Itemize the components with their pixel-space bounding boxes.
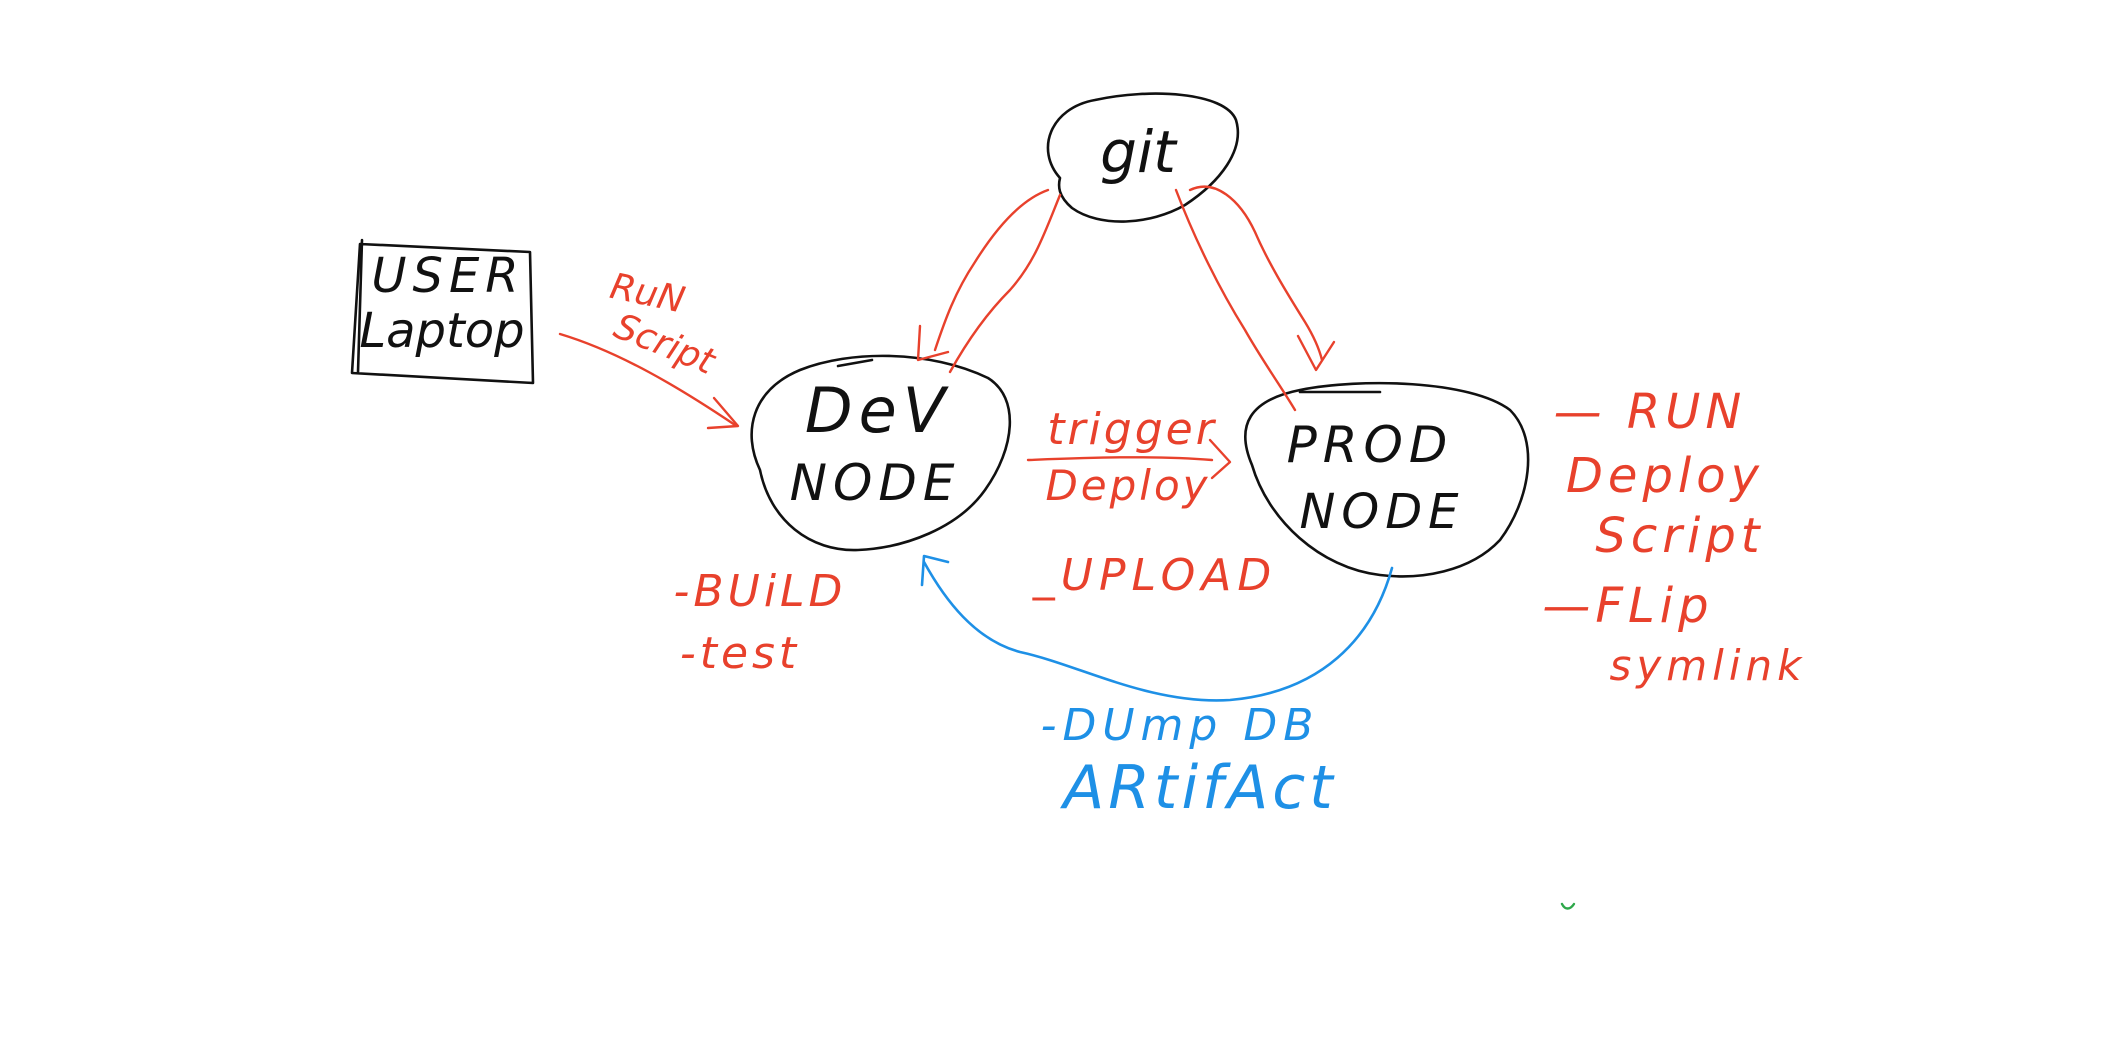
green-stray-mark (1560, 902, 1576, 910)
prod-tasks-notes: — RUN Deploy Script —FLip symlink (1542, 384, 1807, 690)
prod-node: PROD NODE (1243, 381, 1530, 578)
prod-task-run: — RUN (1554, 384, 1747, 440)
trigger-deploy-edge: trigger Deploy (1026, 404, 1232, 510)
dev-tasks-notes: -BUiLD -test (674, 566, 847, 679)
dev-node-label-line2: NODE (790, 454, 961, 512)
run-script-label-line1: RuN (607, 266, 689, 322)
prod-node-outline (1243, 381, 1530, 578)
prod-task-flip: —FLip (1542, 578, 1713, 634)
prod-task-script: Script (1595, 508, 1764, 564)
git-to-prod-arrow (1174, 185, 1336, 412)
user-laptop-label-line1: USER (371, 248, 524, 304)
git-to-prod-arrow-line (1174, 185, 1324, 412)
git-to-prod-arrowhead (1296, 334, 1336, 372)
dev-node: DeV NODE (750, 354, 1012, 552)
upload-label: _UPLOAD (1032, 550, 1278, 601)
user-laptop-box (350, 238, 535, 385)
run-script-arrow-line (558, 332, 737, 427)
git-node-outline (1046, 92, 1239, 223)
user-laptop-node: USER Laptop (350, 238, 535, 385)
run-script-edge: RuN Script (558, 266, 740, 430)
dump-db-arrow-line (922, 560, 1394, 702)
dev-node-label-line1: DeV (805, 374, 951, 447)
dump-db-label-line2: ARtifAct (1059, 753, 1337, 823)
run-script-arrowhead (706, 396, 740, 430)
git-to-dev-arrow (916, 188, 1062, 374)
git-node: git (1046, 92, 1239, 223)
dump-db-label-line1: -DUmp DB (1041, 700, 1320, 751)
dev-node-outline (750, 354, 1012, 552)
prod-task-symlink: symlink (1610, 641, 1807, 690)
trigger-deploy-arrow-line (1026, 456, 1214, 462)
trigger-deploy-arrowhead (1208, 438, 1232, 480)
dump-db-edge: -DUmp DB ARtifAct (920, 554, 1394, 823)
dev-task-build: -BUiLD (674, 566, 847, 617)
git-to-dev-arrowhead (916, 324, 950, 362)
prod-node-label-line2: NODE (1300, 484, 1465, 540)
dump-db-arrowhead (920, 554, 950, 587)
dev-task-test: -test (680, 628, 800, 679)
git-to-dev-arrow-line (933, 188, 1062, 374)
prod-node-label-line1: PROD (1287, 416, 1454, 474)
trigger-deploy-label-line2: Deploy (1045, 461, 1210, 510)
trigger-deploy-label-line1: trigger (1047, 404, 1217, 455)
git-node-label: git (1100, 118, 1178, 186)
prod-task-deploy: Deploy (1566, 448, 1764, 504)
user-laptop-label-line2: Laptop (359, 303, 524, 359)
